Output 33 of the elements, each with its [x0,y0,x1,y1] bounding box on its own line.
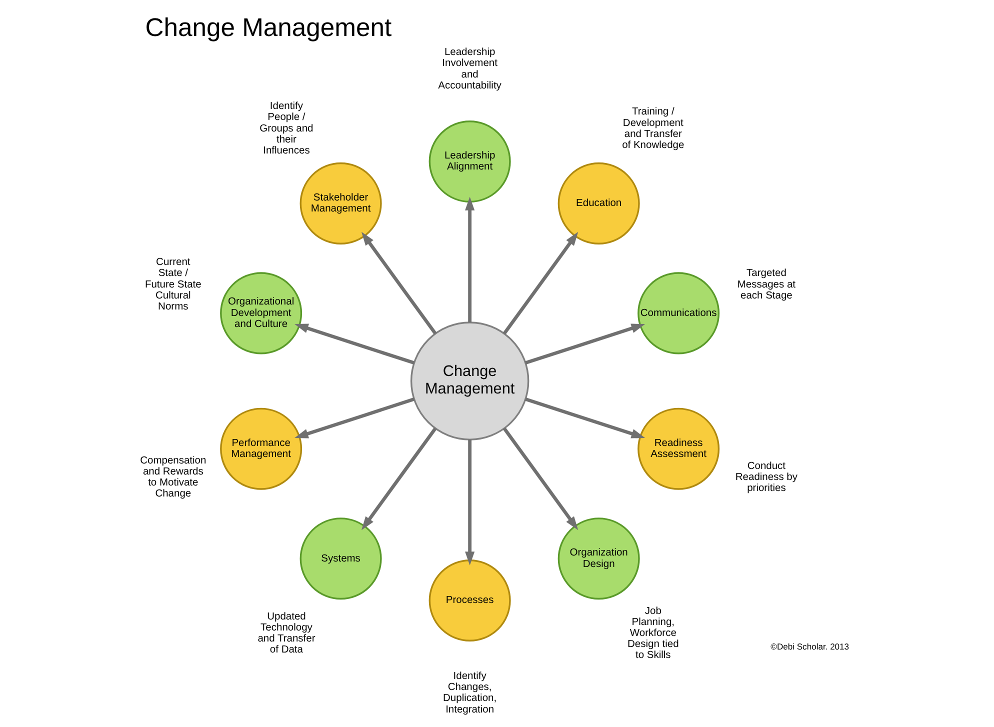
node-circle: Processes [428,560,510,642]
node-label: Job Planning, Workforce Design tied to Skills [627,606,678,662]
node-circle: Communications [637,272,720,354]
node-circle: Stakeholder Management [299,162,382,244]
node-circle: Organization Design [557,518,640,600]
arrow [294,324,414,365]
node-circle: Readiness Assessment [637,408,720,490]
node-circle: Systems [299,518,382,600]
node-label: Training / Development and Transfer of Knowledge [622,106,684,151]
node-label: Identify Changes, Duplication, Integration [442,670,496,716]
node-label: Updated Technology and Transfer of Data [257,611,315,656]
node-circle: Organizational Development and Culture [220,272,302,354]
arrow [524,324,645,365]
node-label: Compensation and Rewards to Motivate Change [140,455,206,500]
arrow [524,397,645,438]
arrow [360,232,436,335]
arrow [502,427,578,530]
node-label: Leadership Involvement and Accountability [438,47,501,92]
label: ©Debi Scholar. 2013 [770,642,849,652]
node-circle: Education [557,162,640,244]
arrow [294,397,414,438]
diagram-title: Change Management [144,14,392,42]
node-label: Current State / Future State Cultural Norms [144,257,201,312]
arrow [464,196,474,322]
node-label: Targeted Messages at each Stage [736,268,796,302]
node-circle: Change Management [410,322,529,440]
arrow [360,427,436,530]
node-label: Conduct Readiness by priorities [734,460,798,494]
arrow [464,440,474,566]
arrow [502,232,578,335]
node-circle: Leadership Alignment [428,120,510,203]
node-label: Identify People / Groups and their Influences [259,101,313,157]
node-circle: Performance Management [220,408,302,490]
